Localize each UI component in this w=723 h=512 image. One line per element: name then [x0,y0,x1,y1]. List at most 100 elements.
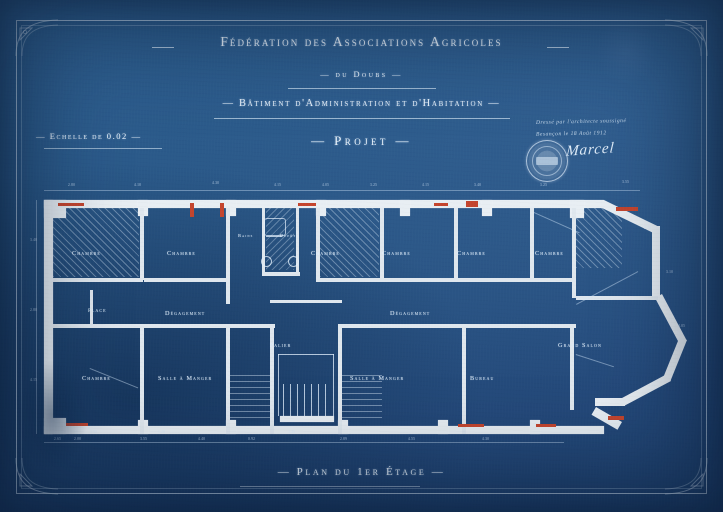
room-label-chambre-4: Chambre [382,250,411,257]
dim-line-top [44,190,640,191]
opening-red-v-1 [190,203,194,217]
partition-h-3 [316,278,384,282]
opening-red-s-2 [458,424,484,427]
stair-tread-3 [297,384,298,416]
stair-tread-6 [318,384,319,416]
partition-v-10 [140,326,144,434]
partition-v-12 [270,326,274,434]
partition-v-2 [226,208,230,304]
dim-bot-0: 2.65 [54,437,62,441]
floor-plan: Chambre Chambre Bains Dépôt Chambre Cham… [30,178,695,448]
partition-h-palier [270,300,342,303]
partition-v-5 [316,208,320,280]
partition-v-6 [380,208,384,280]
partition-h-7 [53,324,275,328]
signature-line-1: Dressé par l'architecte soussigné [535,118,627,126]
texture-stair-left [230,374,270,418]
partition-v-7 [454,208,458,280]
opening-red-n-2 [298,203,316,206]
dim-top-4: 4.05 [322,183,330,187]
border-frame-outer [16,20,707,494]
title-rule-upper [288,88,436,89]
pier-s-2 [226,420,236,434]
wall-wing-east-upper [652,226,660,296]
wall-exterior-west [44,200,53,434]
stair-landing-wall [280,416,334,422]
fixture-tub-edge [266,236,282,237]
stair-tread-2 [290,384,291,416]
opening-red-n-3 [434,203,448,206]
texture-stair-right [342,374,382,418]
room-label-grand-salon: Grand Salon [558,342,602,349]
scale-label: — Echelle de 0.02 — [36,131,142,141]
fixture-basin-2 [288,256,299,267]
opening-red-s-4 [608,416,624,420]
dim-top-0: 2.80 [68,183,76,187]
wall-wing-south-canted [621,373,671,406]
plan-caption: — Plan du 1er Étage — [277,466,446,478]
pier-sw [44,418,66,434]
fixture-bathtub [264,218,286,236]
pier-n-2 [226,200,236,216]
dim-top-9: 3.55 [622,180,630,184]
stair-tread-5 [311,384,312,416]
dim-top-7: 3.40 [474,183,482,187]
pier-n-3 [316,200,326,216]
dim-top-1: 4.10 [134,183,142,187]
pier-n-4 [400,200,410,216]
partition-h-1 [53,278,143,282]
dim-bot-3: 3.55 [140,437,148,441]
fixture-basin-1 [261,256,272,267]
partition-v-3 [262,208,265,274]
hatch-chambre-3 [320,208,379,277]
stair-tread-1 [283,384,284,416]
room-label-place: Place [88,309,107,314]
dim-bot-7: 3.35 [288,430,296,434]
room-label-chambre-2: Chambre [167,250,196,257]
dim-left-1: 2.80 [30,308,38,312]
partition-v-15 [570,326,574,410]
dim-right-0: 2.70 [644,226,652,230]
wall-wing-south [595,398,625,406]
opening-red-v-2 [220,203,224,217]
partition-v-13 [338,326,342,434]
partition-h-4 [384,278,458,282]
hatch-chambre-6 [576,208,622,268]
opening-red-s-3 [536,424,556,427]
construction-line-4 [575,354,615,368]
dim-bot-9: 4.55 [408,437,416,441]
room-label-bureau: Bureau [470,375,495,382]
room-label-salle-manger-1: Salle à Manger [158,375,213,382]
project-label: — Projet — [311,133,412,148]
page-title: Fédération des Associations Agricoles [220,34,503,49]
wall-wing-east-canted [654,294,687,344]
pier-n-5 [482,200,492,216]
title-secondary: — Bâtiment d'Administration et d'Habitat… [222,98,501,109]
partition-v-14 [462,326,466,434]
dim-top-3: 4.15 [274,183,282,187]
architect-signature: Marcel [565,140,616,160]
dim-top-5: 3.25 [370,183,378,187]
pier-s-4 [438,420,448,434]
room-label-chambre-6: Chambre [535,250,564,257]
border-frame-inner [21,25,702,489]
room-label-chambre-7: Chambre [82,375,111,382]
partition-v-16 [90,290,93,326]
opening-red-n-4 [466,201,478,207]
dim-left-2: 4.15 [30,378,38,382]
partition-h-5 [458,278,534,282]
partition-v-11 [226,326,230,434]
stair-tread-4 [304,384,305,416]
room-label-chambre-5: Chambre [457,250,486,257]
room-label-salle-manger-2: Salle à Manger [350,375,405,382]
dim-top-6: 4.15 [422,183,430,187]
hatch-chambre-1 [53,208,139,277]
title-dash-right [547,47,569,48]
room-label-degagement-2: Dégagement [390,310,431,317]
dim-bot-6: 0.92 [248,437,256,441]
room-label-chambre-3: Chambre [311,250,340,257]
pier-s-5 [530,420,540,434]
room-label-depot: Dépôt [280,233,297,238]
room-label-bains: Bains [238,233,254,238]
